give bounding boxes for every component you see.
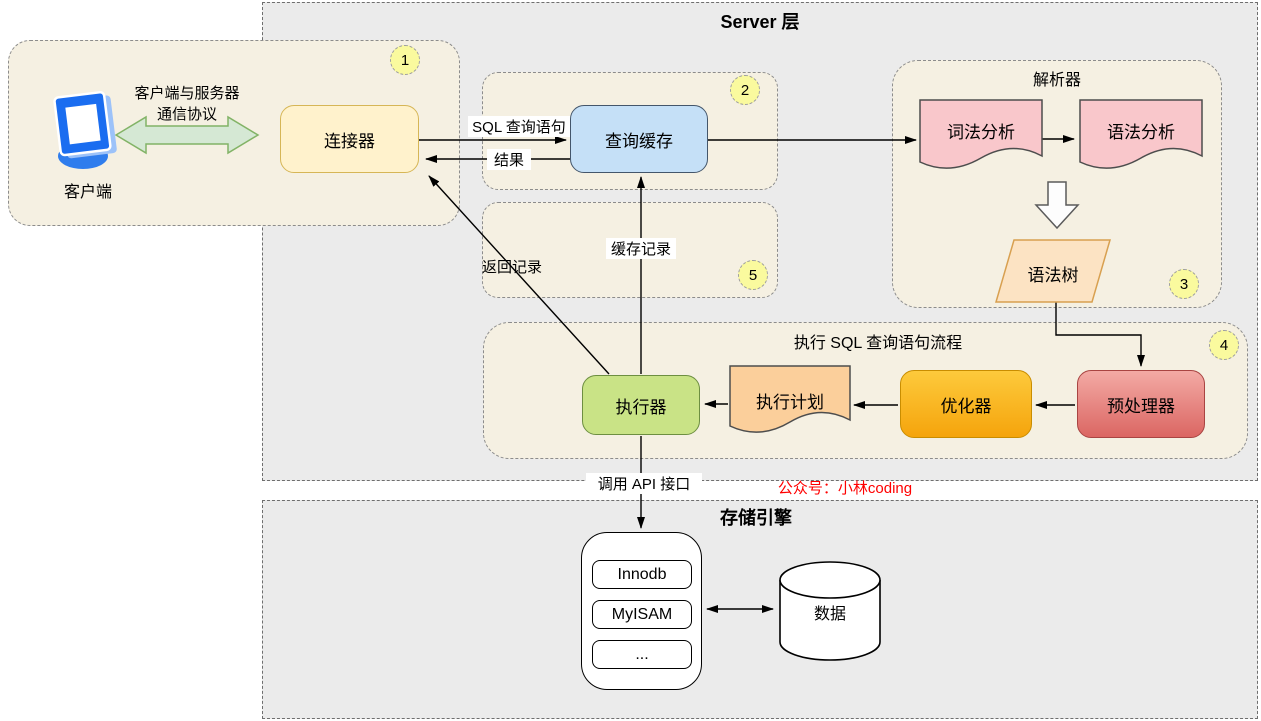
client-label: 客户端 xyxy=(63,184,112,201)
edge-label-result: 结果 xyxy=(487,149,531,170)
engine-item-others: ... xyxy=(592,640,692,669)
preprocessor-label: 预处理器 xyxy=(1107,396,1175,416)
edge-return-record-line xyxy=(428,175,610,375)
parser-down-arrow xyxy=(1034,181,1080,230)
optimizer-node: 优化器 xyxy=(900,370,1032,438)
badge-1: 1 xyxy=(390,45,420,75)
lexical-label: 词法分析 xyxy=(947,123,1015,142)
syntax-label: 语法分析 xyxy=(1107,123,1175,142)
engine-innodb-label: Innodb xyxy=(617,565,667,583)
engine-others-label: ... xyxy=(635,645,649,663)
engine-item-myisam: MyISAM xyxy=(592,600,692,629)
storage-layer-title: 存储引擎 xyxy=(720,508,792,528)
optimizer-label: 优化器 xyxy=(940,396,992,416)
lexical-doc-shape xyxy=(919,99,1043,169)
edge-label-cache-record: 缓存记录 xyxy=(606,238,676,259)
badge-4: 4 xyxy=(1209,330,1239,360)
query-cache-label: 查询缓存 xyxy=(605,131,673,151)
server-layer-title: Server 层 xyxy=(720,12,800,32)
badge-2: 2 xyxy=(730,75,760,105)
edge-label-sql-query: SQL 查询语句 xyxy=(468,116,570,137)
badge-4-text: 4 xyxy=(1219,336,1229,354)
connector-node: 连接器 xyxy=(280,105,419,173)
edge-tree-to-preprocessor-line xyxy=(1055,302,1145,367)
executor-node: 执行器 xyxy=(582,375,700,435)
query-cache-node: 查询缓存 xyxy=(570,105,708,173)
executor-label: 执行器 xyxy=(615,397,667,417)
exec-plan-doc-shape xyxy=(729,365,851,433)
badge-5-text: 5 xyxy=(748,266,758,284)
syntax-doc-shape xyxy=(1079,99,1203,169)
edge-label-return-record: 返回记录 xyxy=(481,259,542,276)
badge-2-text: 2 xyxy=(740,81,750,99)
exec-flow-title: 执行 SQL 查询语句流程 xyxy=(793,335,963,352)
parser-title: 解析器 xyxy=(1032,72,1081,89)
storage-engine-box: Innodb MyISAM ... xyxy=(581,532,702,690)
connector-label: 连接器 xyxy=(324,131,375,151)
edge-label-call-api: 调用 API 接口 xyxy=(586,473,702,494)
syntax-tree-label: 语法树 xyxy=(1027,266,1079,285)
protocol-line2: 通信协议 xyxy=(156,106,217,123)
protocol-line1: 客户端与服务器 xyxy=(134,85,240,102)
engine-item-innodb: Innodb xyxy=(592,560,692,589)
syntax-tree-shape xyxy=(995,239,1111,303)
data-cylinder xyxy=(779,561,881,661)
computer-client-icon xyxy=(53,91,117,169)
exec-plan-label: 执行计划 xyxy=(756,393,824,412)
watermark-text: 公众号：小林coding xyxy=(777,480,913,497)
badge-5: 5 xyxy=(738,260,768,290)
preprocessor-node: 预处理器 xyxy=(1077,370,1205,438)
engine-myisam-label: MyISAM xyxy=(611,605,673,623)
badge-3-text: 3 xyxy=(1179,275,1189,293)
client-server-protocol-label: 客户端与服务器 通信协议 xyxy=(118,83,256,125)
data-cylinder-label: 数据 xyxy=(813,606,846,623)
client-server-double-arrow xyxy=(114,115,260,155)
badge-1-text: 1 xyxy=(400,51,410,69)
badge-3: 3 xyxy=(1169,269,1199,299)
